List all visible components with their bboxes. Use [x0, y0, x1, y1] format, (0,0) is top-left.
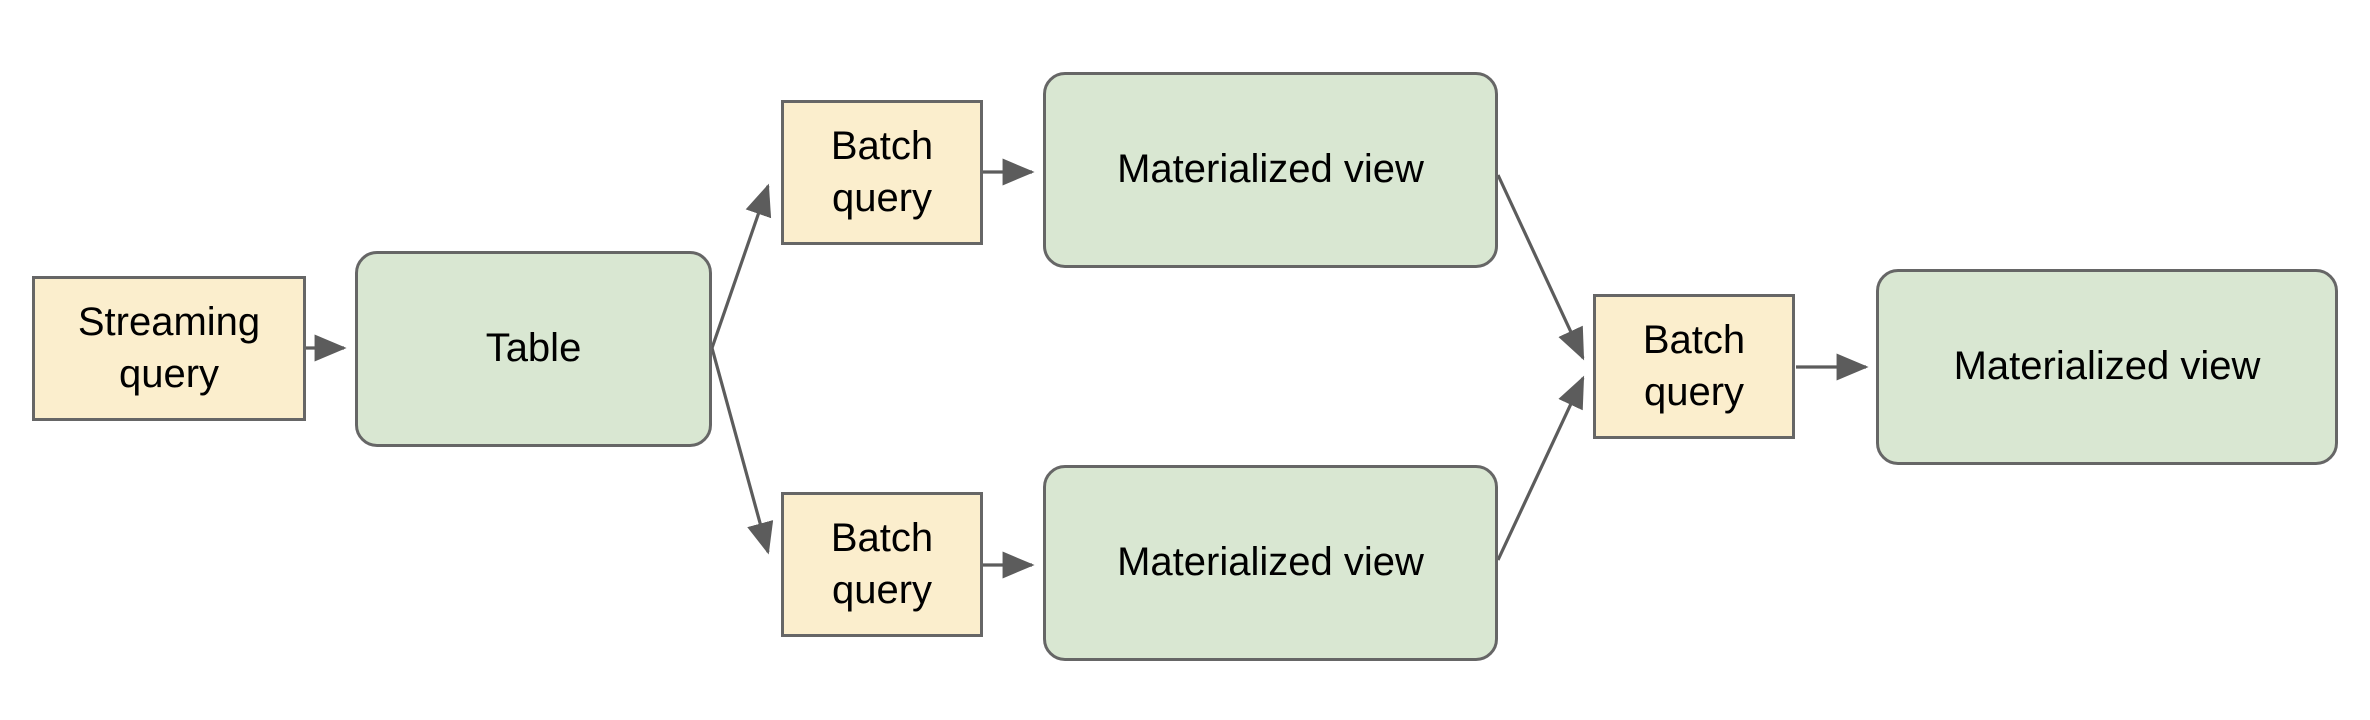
node-batch-query-top[interactable]: Batch query — [781, 100, 983, 245]
node-materialized-view-bottom-label: Materialized view — [1117, 540, 1424, 585]
node-batch-query-bottom-label: Batch query — [830, 516, 934, 612]
node-streaming-query-label: Streaming query — [77, 300, 261, 396]
node-batch-query-bottom[interactable]: Batch query — [781, 492, 983, 637]
node-batch-query-join-label: Batch query — [1642, 318, 1746, 414]
edge-materialized-view-bottom-to-batch-query-join — [1496, 375, 1585, 561]
node-materialized-view-top-label: Materialized view — [1117, 147, 1424, 192]
node-batch-query-top-label: Batch query — [830, 124, 934, 220]
node-table[interactable]: Table — [355, 251, 712, 447]
edge-table-to-batch-query-bottom — [710, 347, 774, 555]
edge-materialized-view-top-to-batch-query-join — [1496, 174, 1585, 361]
node-materialized-view-final-label: Materialized view — [1953, 344, 2261, 389]
edge-table-to-batch-query-top — [710, 183, 772, 349]
node-table-label: Table — [485, 326, 582, 371]
node-materialized-view-final[interactable]: Materialized view — [1876, 269, 2338, 465]
node-streaming-query[interactable]: Streaming query — [32, 276, 306, 421]
node-materialized-view-top[interactable]: Materialized view — [1043, 72, 1498, 268]
node-materialized-view-bottom[interactable]: Materialized view — [1043, 465, 1498, 661]
node-batch-query-join[interactable]: Batch query — [1593, 294, 1795, 439]
